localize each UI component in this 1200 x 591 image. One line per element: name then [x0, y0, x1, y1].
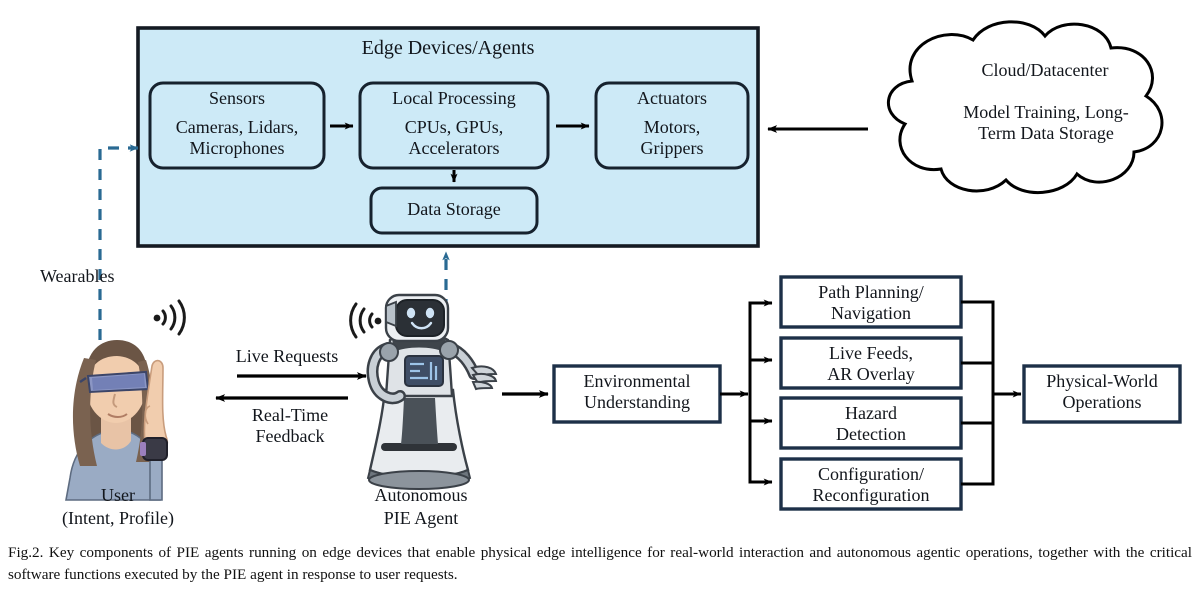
- function-box-configuration: [779, 457, 963, 511]
- user-illustration: [65, 299, 186, 501]
- function-fanin: [961, 300, 1022, 486]
- edge-devices-panel: [136, 26, 760, 248]
- robot-signal-icon: [349, 302, 382, 339]
- local-processing-block: [358, 81, 550, 170]
- figure-caption: Fig.2. Key components of PIE agents runn…: [8, 544, 1192, 583]
- function-box-hazard-detection: [779, 396, 963, 450]
- actuators-block: [594, 81, 750, 170]
- environmental-understanding-box: [552, 364, 722, 424]
- sensors-block: [148, 81, 326, 170]
- physical-world-operations-box: [1022, 364, 1182, 424]
- wearables-dashed-link: [98, 144, 139, 400]
- robot-illustration: [349, 293, 498, 490]
- user-signal-icon: [153, 299, 186, 336]
- function-box-path-planning: [779, 275, 963, 329]
- function-fanout: [720, 299, 773, 486]
- smartwatch-icon: [140, 437, 168, 461]
- ar-glasses-icon: [79, 370, 150, 394]
- function-box-live-feeds: [779, 336, 963, 390]
- cloud-shape: [767, 20, 1164, 194]
- data-storage-block: [369, 186, 539, 235]
- user-agent-arrows: [215, 372, 367, 402]
